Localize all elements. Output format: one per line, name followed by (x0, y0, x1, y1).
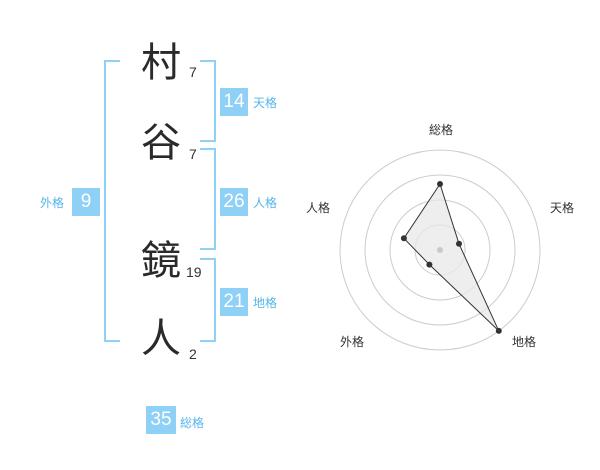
chikaku-label: 地格 (253, 296, 278, 310)
radar-axis-label-tenkaku: 天格 (550, 200, 574, 215)
radar-point-1 (437, 181, 443, 187)
chikaku-bracket (200, 258, 216, 342)
gaikaku-bracket (104, 60, 120, 342)
stroke-count-4: 2 (189, 346, 197, 362)
soukaku-value: 35 (146, 406, 176, 434)
radar-area (403, 182, 500, 332)
radar-axis-label-chikaku: 地格 (512, 334, 536, 349)
name-char-4: 人 (141, 316, 181, 362)
name-char-2: 谷 (141, 120, 181, 166)
tenkaku-bracket (200, 60, 216, 142)
radar-point-3 (495, 327, 502, 334)
gaikaku-label: 外格 (40, 196, 65, 210)
jinkaku-value: 26 (220, 188, 248, 216)
radar-axis-label-jinkaku: 人格 (306, 200, 330, 215)
stroke-count-3: 19 (186, 264, 202, 280)
radar-grid-ring-3 (364, 174, 516, 326)
radar-grid (339, 149, 541, 351)
radar-points (400, 181, 502, 334)
radar-point-5 (400, 235, 407, 242)
tenkaku-label: 天格 (253, 96, 278, 110)
radar-center-dot (437, 247, 443, 253)
radar-grid-ring-4 (339, 149, 541, 351)
radar-axis-label-gaikaku: 外格 (340, 334, 364, 349)
gaikaku-value: 9 (72, 188, 100, 216)
soukaku-label: 総格 (180, 416, 205, 430)
tenkaku-value: 14 (220, 88, 248, 116)
jinkaku-bracket (200, 148, 216, 250)
stroke-count-2: 7 (189, 146, 197, 162)
name-char-3: 鏡 (141, 238, 181, 284)
radar-point-2 (456, 240, 462, 247)
jinkaku-label: 人格 (253, 196, 278, 210)
stroke-count-1: 7 (189, 64, 197, 80)
chikaku-value: 21 (220, 288, 248, 316)
radar-point-4 (426, 261, 433, 268)
name-char-1: 村 (141, 40, 181, 86)
radar-axis-label-soukaku: 総格 (429, 122, 453, 137)
